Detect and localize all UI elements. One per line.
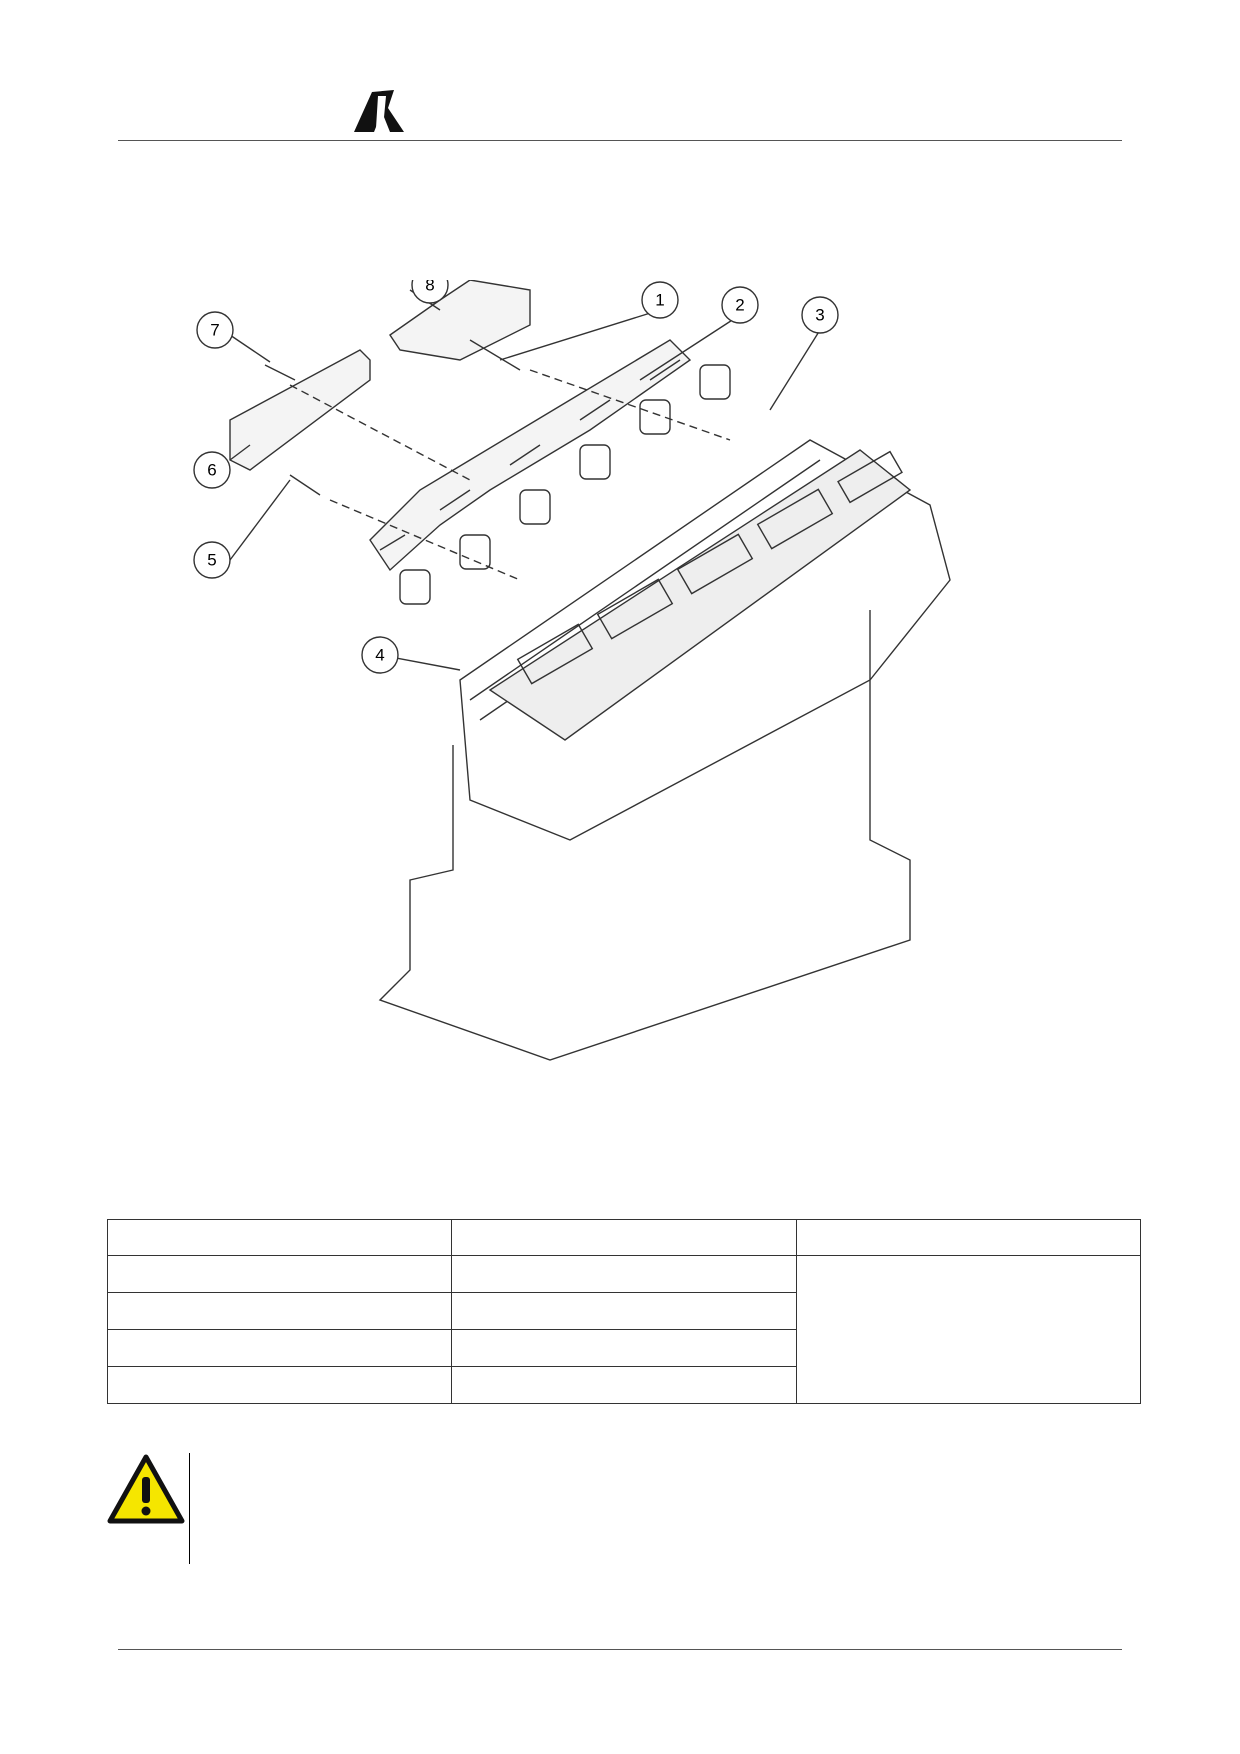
table-cell [451,1219,797,1256]
callout-4 [361,636,399,674]
callout-label-2: 2 [735,296,744,315]
engine-exploded-diagram: 1 2 3 4 5 6 7 8 [193,280,951,1061]
table-cell [451,1255,797,1293]
exhaust-manifold [369,339,692,572]
callout-label-3: 3 [815,306,824,325]
table-header-row [106,1219,1142,1256]
callout-label-4: 4 [375,646,384,665]
table-cell [451,1329,797,1367]
table-cell [795,1219,1142,1256]
callout-label-8: 8 [425,280,434,295]
bracket [389,280,531,361]
engine-block-outline [378,610,911,1061]
callout-8 [411,280,449,304]
table-cell [106,1219,453,1256]
heat-shield [229,349,371,471]
table-cell [106,1366,453,1404]
cylinder-head [459,439,951,841]
footer-rule [118,1649,1122,1650]
callout-label-5: 5 [207,551,216,570]
header-rule [118,140,1122,141]
table-row [106,1366,1141,1404]
table-row [106,1255,1142,1404]
table-row [106,1292,1141,1330]
brand-logo [354,90,404,132]
callout-label-7: 7 [210,321,219,340]
table-cell-merged [795,1255,1142,1404]
callout-6 [193,451,231,489]
callout-7 [196,311,234,349]
callout-2 [721,286,759,324]
table-cell [451,1366,797,1404]
callout-label-1: 1 [655,291,664,310]
table-cell [106,1329,453,1367]
table-row [106,1329,1141,1367]
warning-divider [189,1453,190,1564]
callout-1 [641,281,679,319]
table-cell [451,1292,797,1330]
table-cell [106,1255,453,1293]
callout-5 [193,541,231,579]
callout-label-6: 6 [207,461,216,480]
warning-triangle-icon [107,1454,185,1524]
table-cell [106,1292,453,1330]
spec-table [106,1219,1142,1404]
callout-3 [801,296,839,334]
